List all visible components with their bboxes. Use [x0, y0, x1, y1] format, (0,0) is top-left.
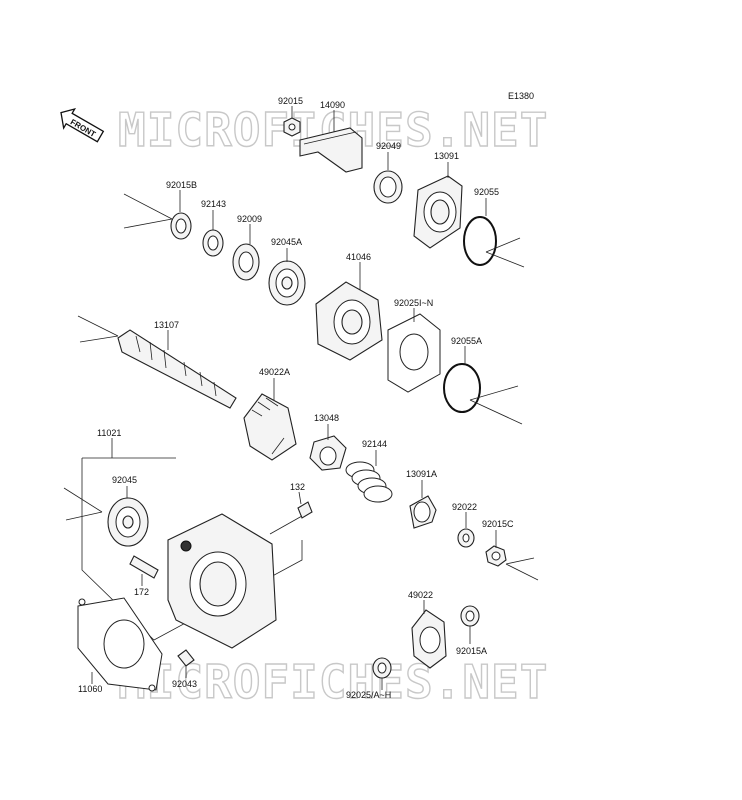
label-92015: 92015: [278, 96, 303, 106]
front-arrow-icon: FRONT: [60, 107, 105, 143]
leader-92015B-arrow: [123, 193, 173, 229]
label-11060: 11060: [78, 684, 102, 694]
part-92045-bearing: [107, 497, 149, 547]
label-49022: 49022: [408, 590, 433, 600]
label-92143: 92143: [201, 199, 226, 209]
label-92055: 92055: [474, 187, 499, 197]
part-92045A-bearing: [268, 260, 306, 306]
part-11060-gasket: [77, 597, 163, 692]
label-49022A: 49022A: [259, 367, 290, 377]
leader-92055: [485, 237, 525, 268]
part-92055-oring: [463, 216, 497, 266]
label-92049: 92049: [376, 141, 401, 151]
label-92045: 92045: [112, 475, 137, 485]
part-132-bolt: [269, 501, 313, 535]
part-13107-shaft: [117, 329, 237, 409]
leader-13107-arrow: [77, 315, 119, 343]
part-13091A-bushing: [409, 495, 437, 529]
part-gear-case: [167, 513, 277, 649]
label-41046: 41046: [346, 252, 371, 262]
part-92022-washer: [457, 528, 475, 548]
part-13048-coupler: [309, 435, 347, 471]
label-132: 132: [290, 482, 305, 492]
part-92143-collar: [202, 229, 224, 257]
label-13091A: 13091A: [406, 469, 437, 479]
label-92015B: 92015B: [166, 180, 197, 190]
label-13107: 13107: [154, 320, 179, 330]
part-92043-pin: [177, 649, 195, 667]
label-92025IN: 92025I~N: [394, 298, 433, 308]
part-92015B-nut: [170, 212, 192, 240]
label-172: 172: [134, 587, 149, 597]
label-92144: 92144: [362, 439, 387, 449]
part-49022A-gear: [243, 393, 297, 461]
diagram-code: E1380: [508, 91, 534, 101]
label-92025AH: 92025/A~H: [346, 690, 391, 700]
part-92009-shim: [232, 243, 260, 281]
label-92043: 92043: [172, 679, 197, 689]
part-92015-nut: [283, 117, 301, 137]
part-172-stud: [129, 555, 159, 579]
label-13048: 13048: [314, 413, 339, 423]
part-14090-bracket: [299, 127, 363, 173]
part-92015C-nut: [485, 545, 507, 567]
label-92022: 92022: [452, 502, 477, 512]
leader-92055A: [469, 385, 523, 425]
labels: 92015 14090 92049 13091 92055 92015B 921…: [78, 96, 514, 700]
leader-92045-arrow: [63, 487, 103, 521]
label-92045A: 92045A: [271, 237, 302, 247]
label-14090: 14090: [320, 100, 345, 110]
part-41046-housing: [315, 281, 383, 361]
label-92055A: 92055A: [451, 336, 482, 346]
group-11021-outline: [81, 457, 303, 641]
label-92015C: 92015C: [482, 519, 514, 529]
label-92009: 92009: [237, 214, 262, 224]
label-92015A: 92015A: [456, 646, 487, 656]
part-92015A-nut: [460, 605, 480, 627]
part-92144-spring: [345, 461, 393, 503]
label-13091: 13091: [434, 151, 459, 161]
label-11021: 11021: [97, 428, 121, 438]
part-13091-housing: [413, 175, 463, 249]
part-49022-gear: [411, 609, 447, 669]
part-92055A-oring: [443, 363, 481, 413]
part-92049-seal: [373, 170, 403, 204]
leader-92015C-arrow: [505, 557, 539, 581]
part-92025AH-shim: [372, 657, 392, 679]
part-92025IN-gasket: [387, 313, 441, 393]
